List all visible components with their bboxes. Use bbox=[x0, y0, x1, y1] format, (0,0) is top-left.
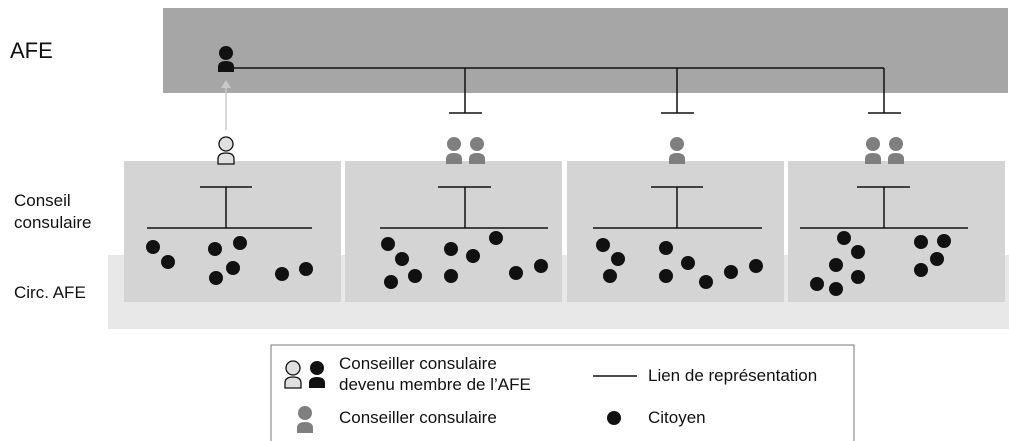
legend-member-black-icon bbox=[309, 361, 325, 388]
council-box-3 bbox=[567, 161, 784, 302]
afe-member-icon bbox=[218, 46, 234, 72]
promotion-arrow bbox=[221, 80, 231, 130]
councillor-icons-2 bbox=[446, 137, 485, 164]
citizens-1 bbox=[146, 236, 313, 285]
citizens-2 bbox=[381, 231, 548, 289]
councillor-icons-4 bbox=[865, 137, 904, 164]
legend-citizen-text: Citoyen bbox=[648, 408, 706, 427]
citizens-4 bbox=[810, 231, 951, 296]
member-councillor-icon bbox=[217, 136, 235, 165]
council-representation-lines bbox=[147, 186, 968, 229]
council-box-1 bbox=[124, 161, 341, 302]
label-afe: AFE bbox=[10, 38, 53, 63]
afe-representation-lines bbox=[234, 67, 901, 114]
legend-link-text: Lien de représentation bbox=[648, 366, 818, 385]
label-conseil-consulaire: Conseil consulaire bbox=[14, 191, 92, 232]
legend-member-text: Conseiller consulaire devenu membre de l… bbox=[339, 354, 531, 394]
label-circ-afe: Circ. AFE bbox=[14, 283, 86, 302]
legend-box bbox=[270, 344, 855, 441]
citizens-3 bbox=[596, 238, 763, 289]
afe-band bbox=[163, 8, 1008, 93]
council-box-4 bbox=[788, 161, 1005, 302]
legend-councillor-text: Conseiller consulaire bbox=[339, 408, 497, 427]
legend-member-outline-icon bbox=[284, 360, 302, 389]
councillor-icons-3 bbox=[669, 137, 685, 164]
legend-councillor-icon bbox=[297, 406, 313, 433]
legend-citizen-icon bbox=[607, 411, 621, 425]
